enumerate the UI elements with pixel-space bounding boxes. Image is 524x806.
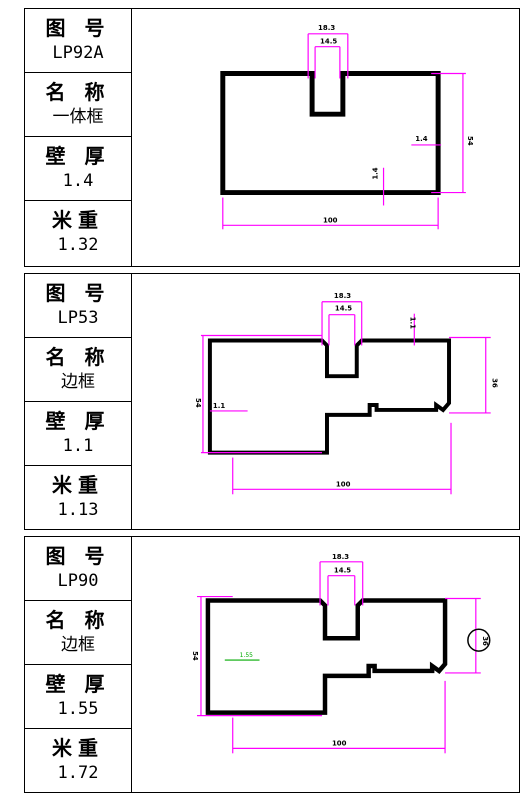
slot-outer-dimension: 18.3	[332, 553, 349, 561]
weight-label: 米重	[52, 473, 104, 497]
callout-circle	[467, 628, 491, 652]
wall-dimension-top: 1.1	[408, 317, 416, 329]
wall-label: 壁 厚	[45, 409, 111, 433]
wall-dimension-left: 1.1	[213, 402, 225, 410]
slot-inner-dimension: 14.5	[335, 305, 352, 313]
wall-cell: 壁 厚 1.1	[25, 402, 131, 466]
wall-value: 1.4	[62, 171, 94, 191]
profile-drawing-svg: 18.3 14.5 1.55 54 36 100	[191, 553, 491, 754]
profile-card-lp90: 图 号 LP90 名 称 边框 壁 厚 1.55 米重 1.72	[24, 536, 520, 793]
name-cell: 名 称 边框	[25, 601, 131, 665]
slot-outer-dimension: 18.3	[334, 292, 351, 300]
name-cell: 名 称 一体框	[25, 73, 131, 137]
info-column: 图 号 LP90 名 称 边框 壁 厚 1.55 米重 1.72	[25, 537, 132, 792]
dimension-lines	[200, 301, 491, 495]
model-value: LP53	[57, 308, 99, 328]
profile-drawing: 18.3 14.5 1.55 54 36 100	[132, 537, 519, 792]
wall-value: 1.55	[57, 699, 99, 719]
height-dimension-left: 54	[191, 651, 199, 661]
height-dimension-left: 54	[194, 398, 202, 408]
weight-cell: 米重 1.13	[25, 466, 131, 530]
name-cell: 名 称 边框	[25, 338, 131, 402]
height-dimension-right: 36	[491, 378, 499, 388]
wall-dimension-left: 1.55	[240, 652, 253, 659]
model-label: 图 号	[45, 281, 111, 305]
profile-drawing-svg: 18.3 14.5 54 100 1.4 1.4	[220, 24, 474, 230]
weight-cell: 米重 1.72	[25, 729, 131, 793]
name-label: 名 称	[45, 345, 111, 369]
width-dimension: 100	[336, 480, 351, 488]
wall-label: 壁 厚	[45, 144, 111, 168]
name-value: 边框	[61, 372, 95, 392]
weight-label: 米重	[52, 736, 104, 760]
profile-drawing: 18.3 14.5 1.1 1.1 54 36 100	[132, 274, 519, 529]
model-cell: 图 号 LP53	[25, 274, 131, 338]
model-cell: 图 号 LP92A	[25, 9, 131, 73]
weight-value: 1.72	[57, 763, 99, 783]
wall-label: 壁 厚	[45, 672, 111, 696]
profile-outline	[220, 71, 441, 196]
slot-inner-dimension: 14.5	[320, 38, 337, 46]
model-label: 图 号	[45, 16, 111, 40]
weight-value: 1.13	[57, 500, 99, 520]
profile-card-lp53: 图 号 LP53 名 称 边框 壁 厚 1.1 米重 1.13	[24, 273, 520, 530]
name-value: 边框	[61, 635, 95, 655]
wall-cell: 壁 厚 1.55	[25, 665, 131, 729]
profile-drawing: 18.3 14.5 54 100 1.4 1.4	[132, 9, 519, 266]
wall-dimension-right: 1.4	[415, 135, 427, 143]
weight-cell: 米重 1.32	[25, 201, 131, 265]
profile-card-lp92a: 图 号 LP92A 名 称 一体框 壁 厚 1.4 米重 1.32	[24, 8, 520, 267]
name-label: 名 称	[45, 80, 111, 104]
profile-outline	[207, 338, 452, 455]
profile-drawing-svg: 18.3 14.5 1.1 1.1 54 36 100	[194, 292, 499, 495]
dimension-lines	[197, 561, 481, 754]
weight-value: 1.32	[57, 235, 99, 255]
model-label: 图 号	[45, 544, 111, 568]
name-label: 名 称	[45, 608, 111, 632]
height-dimension-right: 36	[481, 636, 489, 646]
wall-cell: 壁 厚 1.4	[25, 137, 131, 201]
model-value: LP92A	[52, 43, 104, 63]
name-value: 一体框	[52, 107, 104, 127]
wall-value: 1.1	[62, 436, 94, 456]
model-value: LP90	[57, 571, 99, 591]
width-dimension: 100	[332, 739, 347, 747]
profile-outline	[205, 598, 448, 715]
dimension-lines	[222, 33, 466, 230]
slot-outer-dimension: 18.3	[318, 24, 335, 32]
height-dimension: 54	[466, 136, 474, 146]
width-dimension: 100	[323, 216, 338, 224]
slot-inner-dimension: 14.5	[334, 567, 351, 575]
info-column: 图 号 LP92A 名 称 一体框 壁 厚 1.4 米重 1.32	[25, 9, 132, 266]
wall-dimension-bottom: 1.4	[372, 167, 380, 179]
model-cell: 图 号 LP90	[25, 537, 131, 601]
info-column: 图 号 LP53 名 称 边框 壁 厚 1.1 米重 1.13	[25, 274, 132, 529]
weight-label: 米重	[52, 208, 104, 232]
